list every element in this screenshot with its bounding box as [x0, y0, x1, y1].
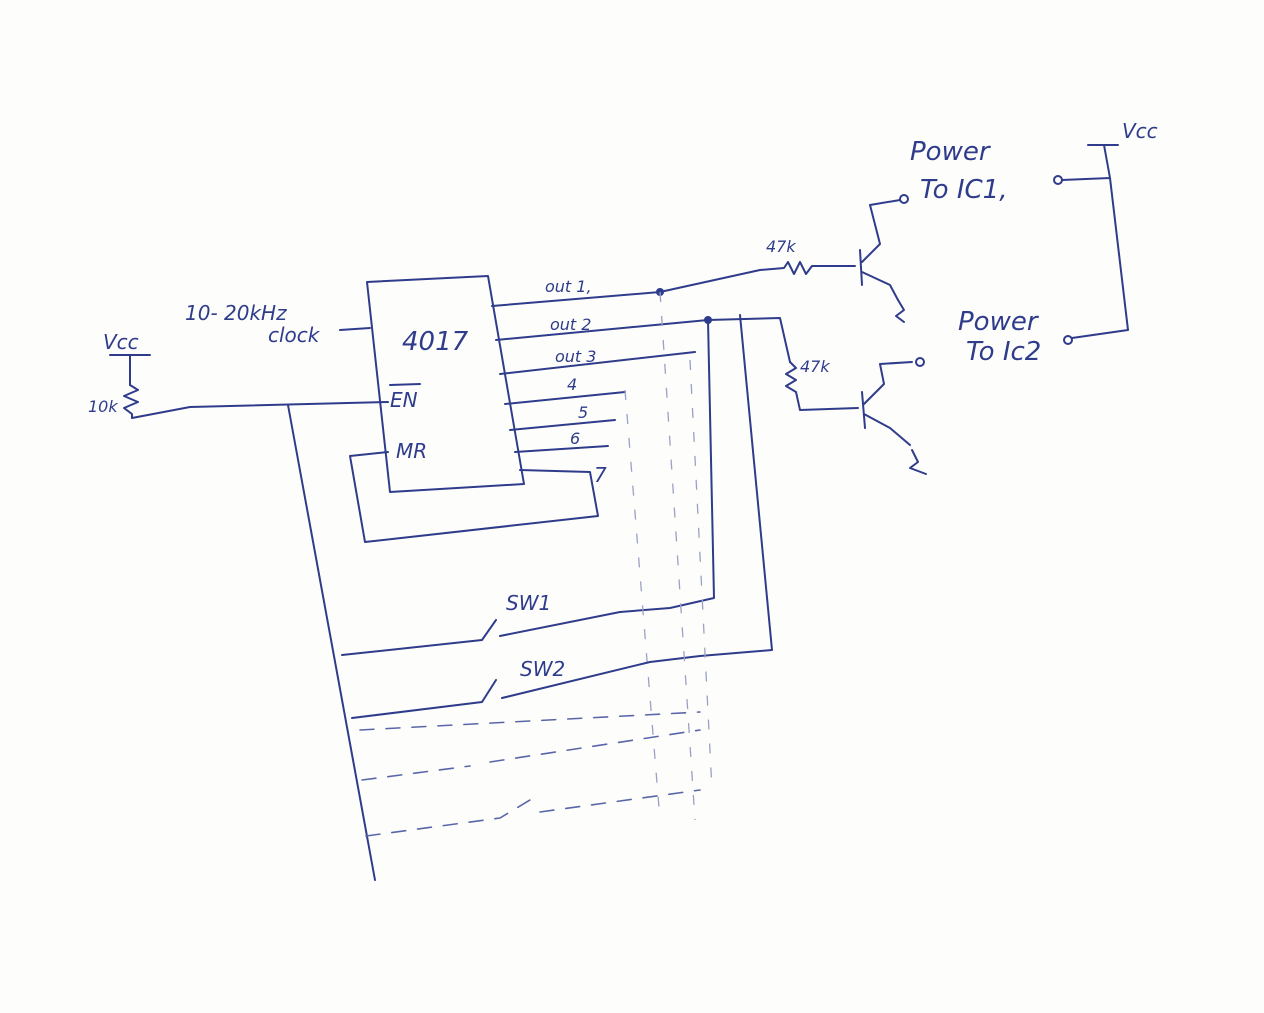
out2-wire — [495, 317, 791, 363]
q1-transistor — [859, 199, 901, 301]
q1-resistor-label: 47k — [766, 237, 796, 256]
q1-base-resistor — [759, 261, 856, 275]
sw1-contact — [499, 611, 621, 637]
q2-transistor — [861, 361, 913, 446]
out7-label: 7 — [594, 463, 607, 487]
vcc-right-rail — [1061, 144, 1129, 339]
power1-label-b: To IC1, — [920, 175, 1007, 205]
pullup-resistor-label: 10k — [88, 397, 118, 416]
faint-vertical-2 — [659, 291, 696, 821]
enable-wire — [131, 401, 389, 419]
out1-label: out 1, — [545, 277, 592, 296]
ic-4017-body — [366, 275, 525, 493]
reset-loop-wire — [349, 451, 599, 543]
switch-common-rail — [287, 404, 376, 881]
out4-label: 4 — [567, 375, 577, 394]
sw1-wire — [341, 619, 497, 656]
q1-ground — [895, 299, 905, 323]
ic-4017-label: 4017 — [402, 327, 469, 357]
clock-frequency-label: 10- 20kHz — [185, 301, 287, 325]
clock-wire — [339, 327, 371, 331]
power2-label-b: To Ic2 — [966, 337, 1041, 367]
mr-pin-label: MR — [396, 439, 427, 463]
vcc-right-label: Vcc — [1122, 119, 1158, 143]
dashed-switch-3 — [365, 789, 701, 837]
vcc-left-rail — [109, 354, 151, 386]
q2-base-resistor — [785, 361, 859, 411]
vcc-left-label: Vcc — [103, 330, 139, 354]
power2-label-a: Power — [958, 307, 1040, 337]
out3-wire — [499, 351, 696, 375]
out5-wire — [509, 419, 616, 431]
dashed-switch-2 — [361, 729, 701, 781]
clock-label: clock — [268, 323, 321, 347]
power1-label-a: Power — [910, 137, 992, 167]
out1-right-drop — [649, 314, 773, 663]
out6-label: 6 — [570, 429, 580, 448]
out3-label: out 3 — [555, 347, 596, 366]
faint-vertical-1 — [624, 389, 661, 821]
sw1-label: SW1 — [506, 591, 551, 615]
out4-wire — [504, 391, 626, 405]
sw2-label: SW2 — [520, 657, 565, 681]
out2-drop-wire — [619, 319, 715, 613]
q1-collector-terminal — [899, 194, 909, 204]
dashed-switch-1 — [359, 711, 701, 731]
pullup-resistor — [123, 384, 139, 419]
sw2-contact — [501, 661, 651, 699]
out6-wire — [514, 445, 609, 453]
en-overbar — [389, 383, 421, 386]
q2-resistor-label: 47k — [800, 357, 830, 376]
power2-terminal — [1063, 335, 1073, 345]
sw2-wire — [351, 679, 497, 719]
faint-vertical-3 — [689, 359, 713, 791]
power1-terminal — [1053, 175, 1063, 185]
q2-collector-terminal — [915, 357, 925, 367]
out2-label: out 2 — [550, 315, 591, 334]
q2-ground — [909, 449, 927, 475]
en-pin-label: EN — [390, 388, 418, 412]
out5-label: 5 — [578, 403, 588, 422]
out1-wire — [491, 269, 761, 307]
